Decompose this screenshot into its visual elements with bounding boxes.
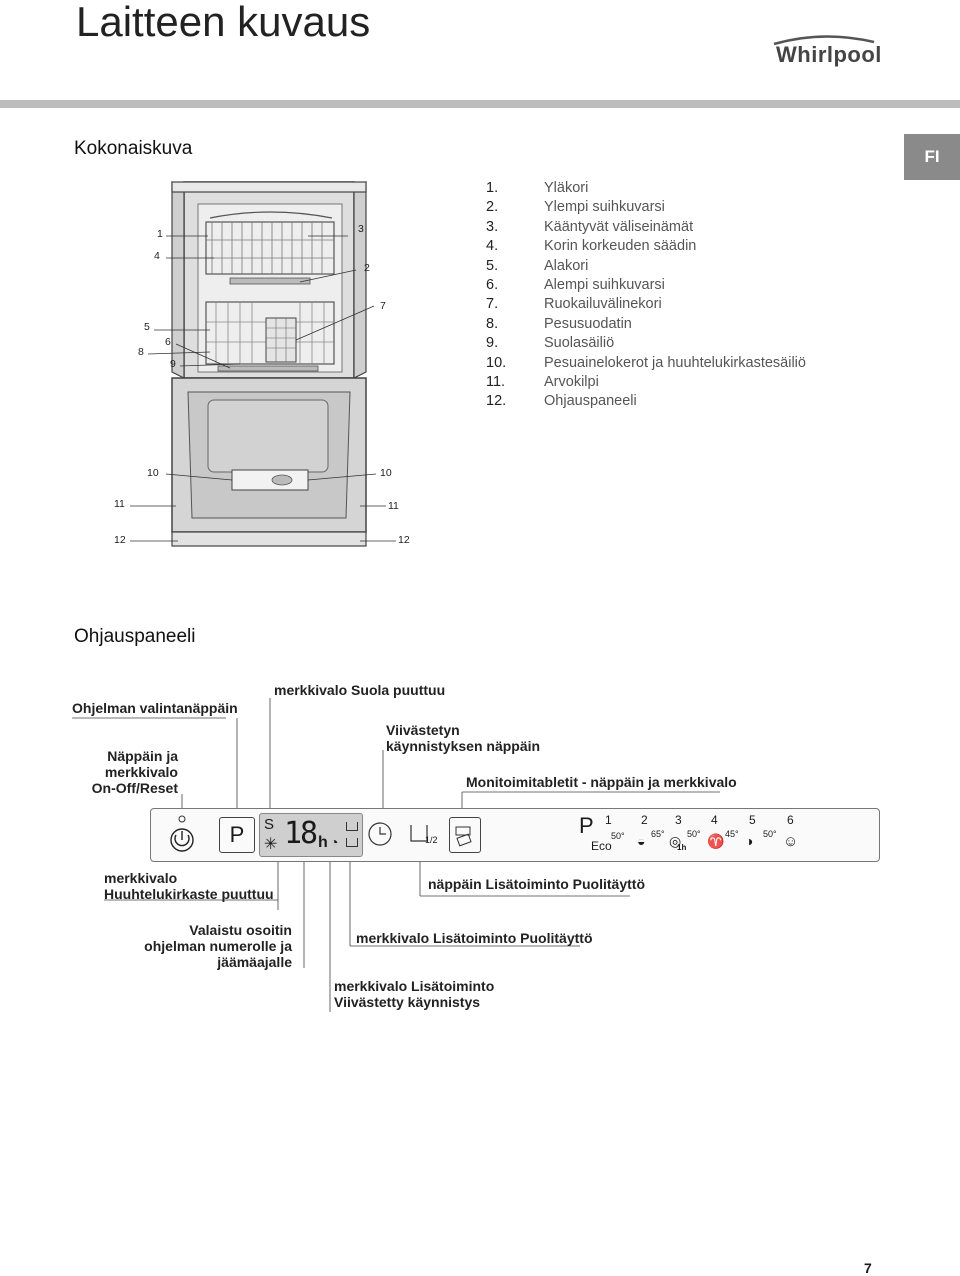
language-tab: FI — [904, 134, 960, 180]
power-button[interactable] — [159, 815, 205, 855]
program-number: 2 — [641, 813, 648, 827]
callout-12: 12 — [114, 534, 126, 546]
half-load-led-icon — [346, 822, 358, 831]
program-number: 6 — [787, 813, 794, 827]
display-panel: S ✳ 18 h ◔ — [259, 813, 363, 857]
callout-3: 3 — [358, 223, 364, 235]
salt-indicator: S — [264, 816, 275, 833]
list-item: 4.Korin korkeuden säädin — [486, 238, 697, 255]
list-item: 1.Yläkori — [486, 180, 589, 196]
callout-5: 5 — [144, 321, 150, 333]
list-item: 3.Kääntyvät väliseinämät — [486, 218, 694, 235]
label-on-off: Näppäin ja merkkivalo On-Off/Reset — [91, 748, 178, 796]
list-item: 2.Ylempi suihkuvarsi — [486, 199, 665, 216]
parts-list: 1.Yläkori 2.Ylempi suihkuvarsi 3.Kääntyv… — [486, 180, 806, 413]
callout-1: 1 — [157, 228, 163, 240]
label-half-load-led: merkkivalo Lisätoiminto Puolitäyttö — [356, 930, 593, 946]
control-panel-heading: Ohjauspaneeli — [74, 626, 196, 647]
callout-6: 6 — [165, 336, 171, 348]
program-number: 5 — [749, 813, 756, 827]
program-legend-p: P — [579, 813, 594, 838]
multitab-button[interactable] — [449, 817, 481, 853]
program-number: 1 — [605, 813, 612, 827]
callout-10: 10 — [380, 467, 392, 479]
list-item: 7.Ruokailuvälinekori — [486, 296, 662, 313]
page-title: Laitteen kuvaus — [76, 0, 371, 45]
callout-11: 11 — [388, 500, 399, 512]
overview-heading: Kokonaiskuva — [74, 138, 193, 159]
whirlpool-logo — [768, 34, 878, 74]
label-program-select: Ohjelman valintanäppäin — [72, 700, 238, 716]
label-rinse-aid: merkkivalo Huuhtelukirkaste puuttuu — [104, 870, 274, 902]
list-item: 8.Pesusuodatin — [486, 315, 632, 332]
callout-7: 7 — [380, 300, 386, 312]
half-load-label: 1/2 — [425, 835, 438, 845]
control-panel: P S ✳ 18 h ◔ 1/2 P Eco 50° 1 2 ◒ 65° 3 ◎… — [150, 808, 880, 862]
list-item: 5.Alakori — [486, 257, 589, 274]
callout-2: 2 — [364, 262, 370, 274]
header-rule — [0, 100, 960, 108]
callout-9: 9 — [170, 358, 176, 370]
half-load-led-icon — [346, 838, 358, 847]
temp-label: 50° — [687, 829, 701, 839]
panel-leader-lines — [72, 698, 720, 1012]
program-number-display: 18 — [284, 816, 318, 851]
rinse-icon: ☺ — [783, 833, 799, 850]
callout-8: 8 — [138, 346, 144, 358]
list-item: 12.Ohjauspaneeli — [486, 393, 637, 410]
soak-icon: ◑ — [745, 833, 754, 849]
rinse-aid-icon: ✳ — [264, 836, 278, 853]
pot-icon: ◒ — [637, 833, 646, 849]
delay-start-button[interactable] — [365, 817, 399, 851]
glass-icon: ♈ — [707, 833, 725, 849]
program-button[interactable]: P — [219, 817, 255, 853]
page-number: 7 — [864, 1260, 872, 1276]
temp-label: 45° — [725, 829, 739, 839]
list-item: 6.Alempi suihkuvarsi — [486, 276, 665, 293]
list-item: 10.Pesuainelokerot ja huuhtelukirkastesä… — [486, 354, 806, 371]
callout-4: 4 — [154, 250, 160, 262]
one-hour-label: 1h — [677, 843, 687, 852]
callout-12: 12 — [398, 534, 410, 546]
brand-name: Whirlpool — [776, 42, 882, 67]
label-delay-button: Viivästetyn käynnistyksen näppäin — [386, 722, 541, 754]
list-item: 11.Arvokilpi — [486, 373, 599, 390]
temp-label: 50° — [611, 831, 625, 841]
temp-label: 50° — [763, 829, 777, 839]
label-multitab: Monitoimitabletit - näppäin ja merkkival… — [466, 774, 737, 790]
quick-wash-icon: ◎ — [669, 833, 682, 849]
list-item: 9.Suolasäiliö — [486, 335, 615, 352]
half-load-button[interactable]: 1/2 — [407, 817, 441, 851]
callout-11: 11 — [114, 498, 125, 510]
program-number: 3 — [675, 813, 682, 827]
delay-led-icon: ◔ — [330, 834, 339, 850]
eco-label: Eco — [591, 839, 612, 853]
temp-label: 65° — [651, 829, 665, 839]
label-half-load-button: näppäin Lisätoiminto Puolitäyttö — [428, 876, 645, 892]
callout-10: 10 — [147, 467, 159, 479]
label-salt: merkkivalo Suola puuttuu — [274, 682, 446, 698]
label-delayed-start-led: merkkivalo Lisätoiminto Viivästetty käyn… — [334, 978, 495, 1010]
program-number: 4 — [711, 813, 718, 827]
dishwasher-illustration — [130, 180, 396, 547]
label-display: Valaistu osoitin ohjelman numerolle ja j… — [144, 922, 292, 970]
hours-indicator: h — [318, 834, 328, 851]
